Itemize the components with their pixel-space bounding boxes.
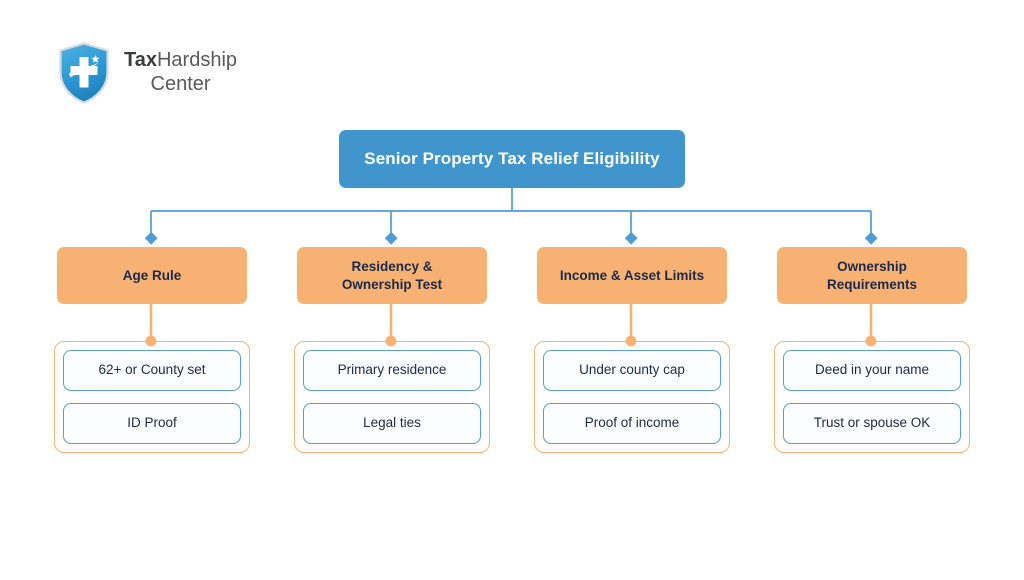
branch-node-label: Income & Asset Limits (559, 267, 705, 283)
leaf-node-label: Proof of income (584, 415, 680, 431)
leaf-group-ownership-requirements: Deed in your name Trust or spouse OK (774, 341, 970, 453)
root-node-label: Senior Property Tax Relief Eligibility (364, 149, 660, 168)
branch-node-residency-ownership-test[interactable]: Residency &Ownership Test (297, 247, 487, 304)
leaf-group-residency-ownership-test: Primary residence Legal ties (294, 341, 490, 453)
leaf-node-label: Under county cap (579, 362, 685, 378)
leaf-node[interactable]: Trust or spouse OK (783, 403, 961, 444)
leaf-node-label: Trust or spouse OK (813, 415, 931, 431)
leaf-node[interactable]: Proof of income (543, 403, 721, 444)
branch-diamond-marker-1 (384, 231, 398, 245)
branch-diamond-marker-0 (144, 231, 158, 245)
leaf-group-age-rule: 62+ or County set ID Proof (54, 341, 250, 453)
leaf-node-label: Deed in your name (814, 362, 930, 378)
branch-node-label: Age Rule (122, 267, 182, 283)
brand-name-line1: TaxHardship (124, 49, 237, 73)
brand-name: TaxHardship Center (124, 49, 237, 96)
brand-name-line2: Center (150, 73, 211, 95)
branch-node-income-asset-limits[interactable]: Income & Asset Limits (537, 247, 727, 304)
leaf-group-income-asset-limits: Under county cap Proof of income (534, 341, 730, 453)
branch-node-label: Residency &Ownership Test (341, 258, 443, 292)
leaf-node-label: Primary residence (337, 362, 447, 378)
branch-diamond-marker-3 (864, 231, 878, 245)
leaf-node[interactable]: Under county cap (543, 350, 721, 391)
leaf-node-label: ID Proof (127, 415, 177, 431)
branch-node-age-rule[interactable]: Age Rule (57, 247, 247, 304)
brand-logo: TaxHardship Center (58, 42, 237, 104)
leaf-node-label: 62+ or County set (98, 362, 206, 378)
branch-column-income-asset-limits: Income & Asset Limits Under county cap P… (534, 247, 730, 453)
leaf-node[interactable]: Deed in your name (783, 350, 961, 391)
leaf-node[interactable]: Legal ties (303, 403, 481, 444)
leaf-node[interactable]: Primary residence (303, 350, 481, 391)
brand-name-bold: Tax (124, 49, 157, 72)
branch-diamond-marker-2 (624, 231, 638, 245)
leaf-node[interactable]: ID Proof (63, 403, 241, 444)
branch-column-residency-ownership-test: Residency &Ownership Test Primary reside… (294, 247, 490, 453)
root-node-senior-property-tax-relief-eligibility[interactable]: Senior Property Tax Relief Eligibility (339, 130, 685, 188)
leaf-node-label: Legal ties (363, 415, 421, 431)
brand-name-regular: Hardship (156, 49, 238, 72)
leaf-node[interactable]: 62+ or County set (63, 350, 241, 391)
branch-column-age-rule: Age Rule 62+ or County set ID Proof (54, 247, 250, 453)
shield-cross-logo-icon (58, 42, 110, 104)
